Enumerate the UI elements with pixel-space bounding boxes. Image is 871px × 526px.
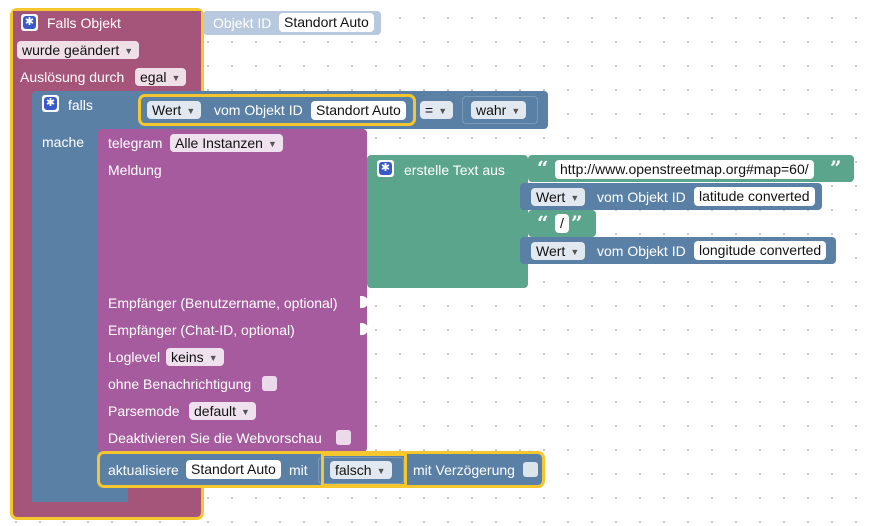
parsemode-label: Parsemode (108, 403, 180, 419)
trigger-title: Falls Objekt (47, 15, 121, 31)
quote-close-icon: ” (571, 211, 583, 235)
change-mode-dropdown[interactable]: wurde geändert▼ (17, 41, 140, 59)
trigger-by-label: Auslösung durch (20, 69, 125, 85)
quote-close-icon: ” (830, 156, 842, 180)
from-object-label: vom Objekt ID (214, 102, 303, 118)
quote-open-icon: “ (537, 156, 549, 180)
text-join-block[interactable] (367, 155, 528, 288)
parsemode-dropdown[interactable]: default▼ (189, 402, 256, 420)
update-value-dropdown[interactable]: falsch▼ (330, 461, 392, 479)
telegram-block[interactable] (98, 129, 367, 452)
disable-preview-checkbox[interactable] (336, 430, 351, 445)
telegram-label: telegram (108, 135, 163, 151)
silent-label: ohne Benachrichtigung (108, 376, 252, 392)
disable-preview-label: Deaktivieren Sie die Webvorschau (108, 430, 322, 446)
separator-field[interactable]: / (555, 214, 569, 233)
lon-mode-dropdown[interactable]: Wert▼ (531, 242, 586, 260)
gear-icon[interactable]: ✱ (42, 95, 59, 112)
lat-from-label: vom Objekt ID (597, 189, 686, 205)
longitude-object-field[interactable]: longitude converted (694, 241, 827, 260)
operator-dropdown[interactable]: =▼ (420, 101, 454, 119)
if-block-footer (32, 490, 128, 502)
quote-open-icon: “ (537, 211, 549, 235)
compare-value-dropdown[interactable]: wahr▼ (471, 101, 527, 119)
object-id-label: Objekt ID (213, 15, 272, 31)
value-mode-dropdown[interactable]: Wert▼ (147, 101, 202, 119)
loglevel-label: Loglevel (108, 349, 161, 365)
text-join-label: erstelle Text aus (404, 162, 505, 178)
recipient-user-label: Empfänger (Benutzername, optional) (108, 295, 338, 311)
recipient-user-input[interactable] (360, 296, 368, 308)
latitude-object-field[interactable]: latitude converted (694, 187, 815, 206)
update-label: aktualisiere (108, 462, 179, 478)
recipient-chat-input[interactable] (360, 323, 368, 335)
delay-label: mit Verzögerung (413, 462, 515, 478)
if-label: falls (68, 97, 93, 113)
delay-checkbox[interactable] (523, 462, 538, 477)
message-label: Meldung (108, 162, 162, 178)
do-label: mache (42, 134, 85, 150)
update-with-label: mit (289, 462, 308, 478)
gear-icon[interactable]: ✱ (21, 14, 38, 31)
trigger-by-dropdown[interactable]: egal▼ (135, 68, 187, 86)
recipient-chat-label: Empfänger (Chat-ID, optional) (108, 322, 295, 338)
loglevel-dropdown[interactable]: keins▼ (166, 348, 224, 366)
gear-icon[interactable]: ✱ (377, 160, 394, 177)
lon-from-label: vom Objekt ID (597, 243, 686, 259)
telegram-instance-dropdown[interactable]: Alle Instanzen▼ (170, 134, 283, 152)
text-url-field[interactable]: http://www.openstreetmap.org#map=60/ (555, 160, 814, 179)
lat-mode-dropdown[interactable]: Wert▼ (531, 188, 586, 206)
condition-object-field[interactable]: Standort Auto (311, 101, 406, 120)
update-object-field[interactable]: Standort Auto (186, 460, 281, 479)
silent-checkbox[interactable] (262, 376, 277, 391)
object-id-field[interactable]: Standort Auto (279, 13, 374, 32)
